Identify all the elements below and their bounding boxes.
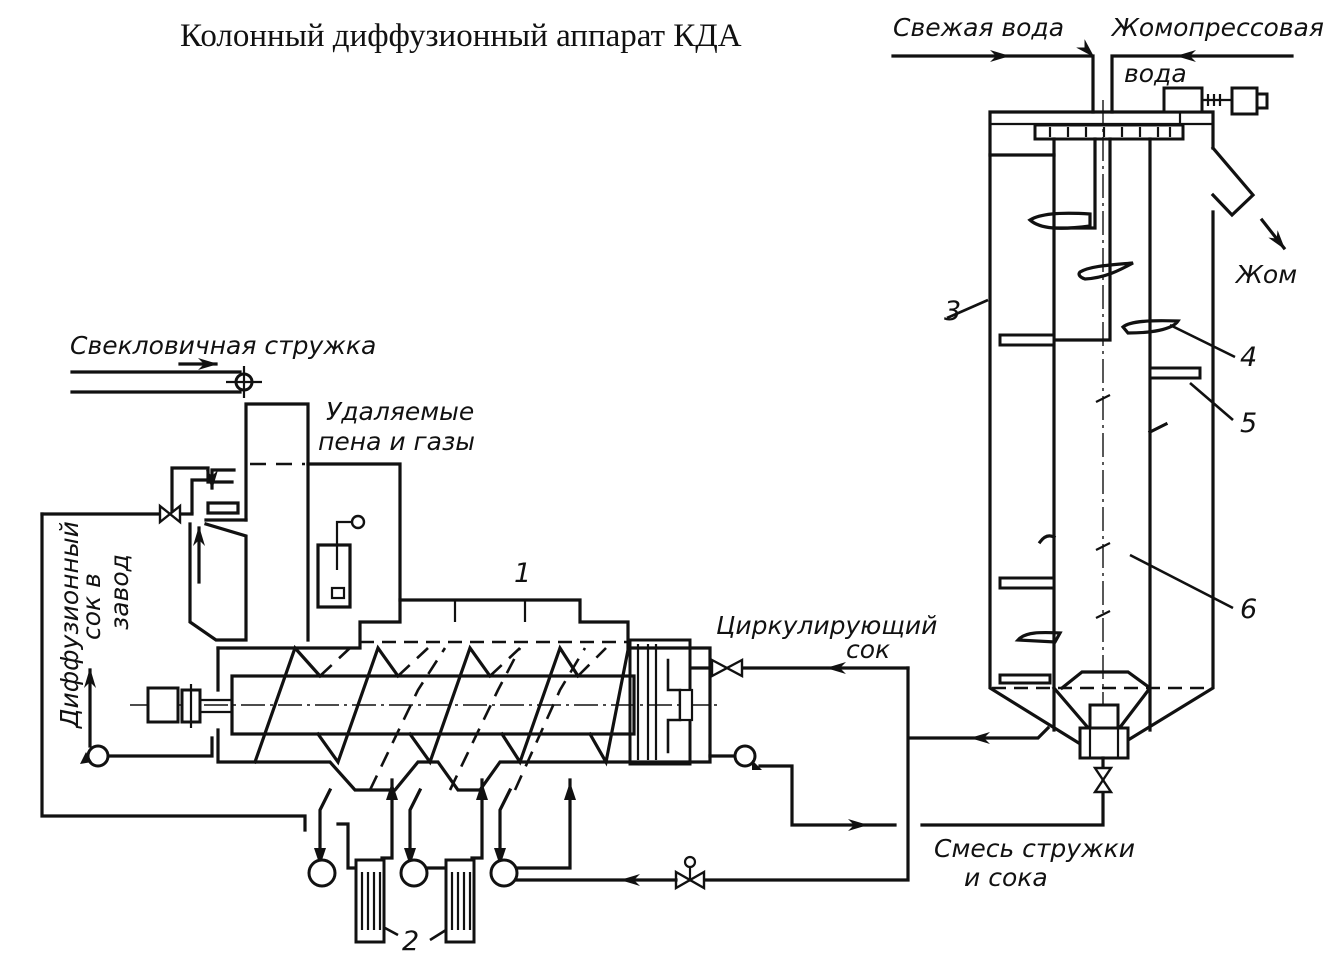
callout-5: 5 (1240, 408, 1257, 439)
drive-motor (1230, 86, 1259, 116)
callout-leaders (384, 298, 1236, 942)
foam-gases-label-2: пена и газы (318, 427, 475, 456)
diffusion-juice-label: Диффузионный (55, 521, 84, 729)
press-water-pipe (1110, 54, 1294, 114)
fresh-water-pipe (891, 39, 1095, 114)
flow-arrow-icon (1176, 50, 1196, 62)
diffusion-column (988, 86, 1269, 760)
diffusion-juice-label-2: сок в (77, 573, 106, 640)
diffusion-juice-label-3: завод (105, 554, 134, 630)
circulating-juice-label: Циркулирующий (716, 611, 937, 640)
callout-4: 4 (1240, 342, 1257, 373)
pump-icon (489, 858, 519, 888)
valve-icon (710, 658, 744, 678)
drive-gear-rim (1033, 123, 1185, 141)
callout-3: 3 (944, 296, 961, 327)
scalder-mixer (70, 358, 720, 792)
callout-1: 1 (514, 558, 531, 589)
beet-cossettes-label: Свекловичная стружка (70, 331, 376, 360)
pump-icon (307, 858, 337, 888)
valve-icon (1092, 766, 1114, 794)
pulp-outlet-arrow (1259, 217, 1287, 251)
mixture-label: Смесь стружки (934, 834, 1135, 863)
press-water-label: Жомопрессовая (1110, 13, 1324, 42)
column-return-line (908, 725, 1051, 740)
callout-2: 2 (402, 926, 419, 957)
scalder-drive-motor (146, 686, 180, 724)
shaft-blade (1014, 211, 1181, 644)
valve-icon (158, 503, 182, 525)
heat-exchange-loop (307, 778, 576, 944)
mixture-label-2: и сока (964, 863, 1048, 892)
pump-icon (399, 858, 429, 888)
diffusion-juice-line (106, 736, 214, 758)
flow-arrow-icon (990, 50, 1010, 62)
callout-6: 6 (1240, 594, 1257, 625)
press-water-label-2: вода (1124, 59, 1187, 88)
drive-gearbox (1162, 86, 1204, 114)
foam-gases-label: Удаляемые (326, 397, 474, 426)
pump-icon (86, 744, 110, 768)
return-line (40, 512, 307, 832)
diagram-title: Колонный диффузионный аппарат КДА (180, 18, 742, 54)
circulating-juice-label-2: сок (846, 635, 890, 664)
pulp-label: Жом (1234, 260, 1297, 289)
fresh-water-label: Свежая вода (893, 13, 1064, 42)
pump-icon (733, 744, 757, 768)
counter-blade (998, 333, 1202, 685)
